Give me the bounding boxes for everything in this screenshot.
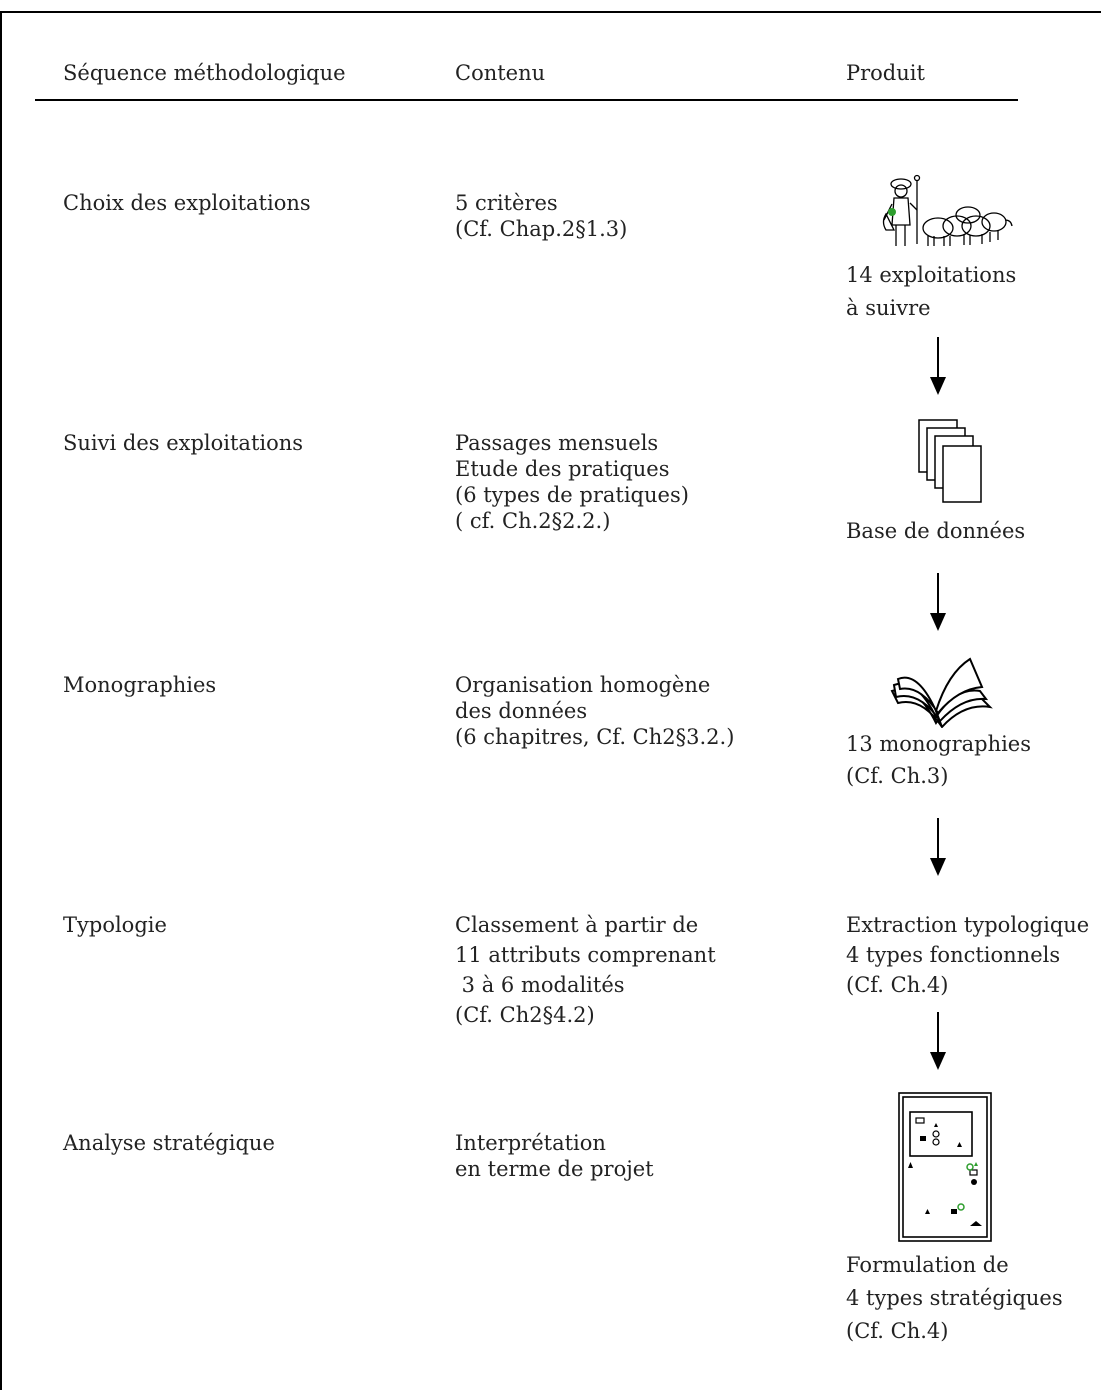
product-line: 14 exploitations <box>846 263 1017 287</box>
content-line: (6 types de pratiques) <box>455 483 689 507</box>
content-line: en terme de projet <box>455 1157 654 1181</box>
step-label: Typologie <box>63 913 167 937</box>
open-book-icon <box>890 657 993 728</box>
step-label: Monographies <box>63 673 217 697</box>
shepherd-with-flock-icon <box>882 174 1013 246</box>
step-label: Suivi des exploitations <box>63 431 304 455</box>
arrow-down-icon <box>930 1012 946 1070</box>
arrow-down-icon <box>930 818 946 876</box>
product-line: (Cf. Ch.3) <box>846 764 949 788</box>
content-line: Passages mensuels <box>455 431 659 455</box>
content-line: Etude des pratiques <box>455 457 670 481</box>
content-line: (Cf. Ch2§4.2) <box>455 1003 595 1027</box>
stacked-sheets-icon <box>918 419 982 503</box>
header-rule <box>35 99 1018 101</box>
strategy-diagram-icon <box>898 1092 992 1242</box>
header-sequence: Séquence méthodologique <box>63 61 346 85</box>
step-label: Analyse stratégique <box>63 1131 275 1155</box>
product-line: 4 types stratégiques <box>846 1286 1063 1310</box>
content-line: Interprétation <box>455 1131 606 1155</box>
product-line: Extraction typologique <box>846 913 1090 937</box>
content-line: (Cf. Chap.2§1.3) <box>455 217 628 241</box>
content-line: des données <box>455 699 588 723</box>
content-line: 5 critères <box>455 191 558 215</box>
content-line: Classement à partir de <box>455 913 699 937</box>
content-line: (6 chapitres, Cf. Ch2§3.2.) <box>455 725 735 749</box>
frame-left-border <box>0 11 2 1390</box>
product-line: Formulation de <box>846 1253 1009 1277</box>
frame-top-border <box>0 11 1101 13</box>
product-line: Base de données <box>846 519 1026 543</box>
product-line: (Cf. Ch.4) <box>846 1319 949 1343</box>
product-line: à suivre <box>846 296 931 320</box>
content-line: 11 attributs comprenant <box>455 943 716 967</box>
product-line: 4 types fonctionnels <box>846 943 1061 967</box>
content-line: Organisation homogène <box>455 673 711 697</box>
header-product: Produit <box>846 61 925 85</box>
product-line: (Cf. Ch.4) <box>846 973 949 997</box>
step-label: Choix des exploitations <box>63 191 311 215</box>
content-line: 3 à 6 modalités <box>455 973 625 997</box>
arrow-down-icon <box>930 337 946 395</box>
content-line: ( cf. Ch.2§2.2.) <box>455 509 611 533</box>
product-line: 13 monographies <box>846 732 1032 756</box>
header-content: Contenu <box>455 61 546 85</box>
arrow-down-icon <box>930 573 946 631</box>
